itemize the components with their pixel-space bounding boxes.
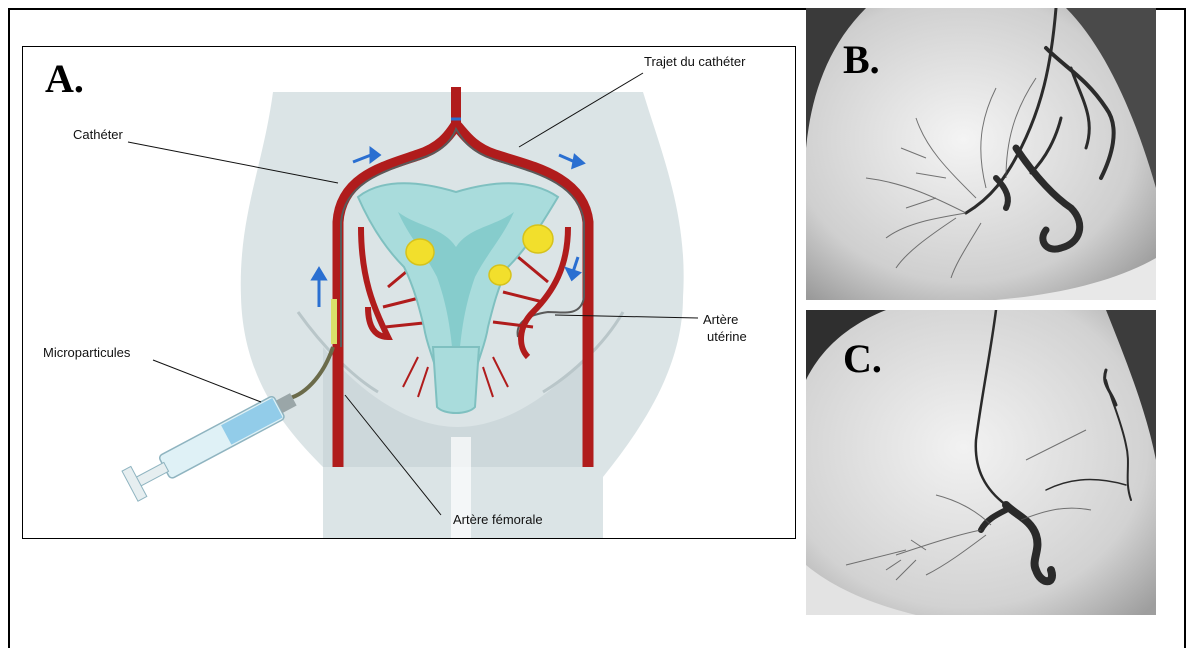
- cervix: [433, 347, 479, 413]
- fibroid-right-bottom: [489, 265, 511, 285]
- syringe: [122, 384, 301, 501]
- panel-a-letter: A.: [45, 55, 84, 102]
- catheter-sheath: [331, 299, 337, 344]
- uterine-embolization-illustration: [23, 47, 796, 539]
- fibroid-right-top: [523, 225, 553, 253]
- uterine-artery-label-line1: Artère: [703, 312, 738, 327]
- uterine-artery-label-line2: utérine: [707, 329, 747, 344]
- panel-b-letter: B.: [843, 36, 880, 83]
- femoral-artery-label: Artère fémorale: [453, 512, 543, 527]
- microparticles-label: Microparticules: [43, 345, 130, 360]
- panel-c-angiogram: C.: [806, 310, 1156, 615]
- catheter-label: Cathéter: [73, 127, 123, 142]
- panel-b-angiogram: B.: [806, 8, 1156, 300]
- panel-c-letter: C.: [843, 335, 882, 382]
- panel-a-diagram: A. Trajet du cathéter Cathéter Micropart…: [22, 46, 796, 539]
- fibroid-left: [406, 239, 434, 265]
- catheter-path-label: Trajet du cathéter: [644, 54, 745, 69]
